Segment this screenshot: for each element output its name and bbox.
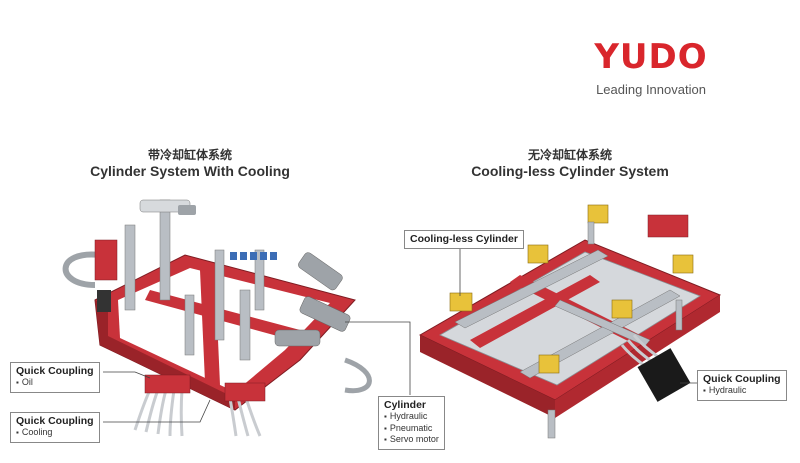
cooled-cylinder-system-illustration [62, 199, 411, 437]
callout-item: Oil [16, 377, 94, 389]
brand-logo: YUDO Leading Innovation [575, 40, 727, 97]
callout-title: Quick Coupling [16, 415, 94, 427]
right-system-title: 无冷却缸体系统 Cooling-less Cylinder System [470, 148, 670, 180]
callout-item: Hydraulic [703, 385, 781, 397]
left-title-en: Cylinder System With Cooling [90, 163, 290, 179]
coolingless-cylinder-system-illustration [418, 204, 722, 439]
callout-item: Servo motor [384, 434, 439, 446]
callout-title: Cylinder [384, 399, 427, 411]
callout-quick-coupling-hydraulic: Quick Coupling Hydraulic [697, 370, 787, 401]
callout-cooling-less-cylinder: Cooling-less Cylinder [404, 230, 524, 249]
callout-title: Quick Coupling [16, 365, 94, 377]
left-title-cn: 带冷却缸体系统 [147, 148, 232, 162]
callout-title: Quick Coupling [703, 373, 781, 385]
right-title-en: Cooling-less Cylinder System [471, 163, 669, 179]
callout-title: Cooling-less Cylinder [410, 233, 518, 245]
callout-quick-coupling-cooling: Quick Coupling Cooling [10, 412, 100, 443]
callout-cylinder: Cylinder Hydraulic Pneumatic Servo motor [378, 396, 445, 450]
brand-wordmark: YUDO [594, 37, 708, 77]
callout-item: Cooling [16, 427, 94, 439]
callout-quick-coupling-oil: Quick Coupling Oil [10, 362, 100, 393]
brand-tagline: Leading Innovation [596, 82, 706, 97]
callout-item: Hydraulic [384, 411, 439, 423]
left-system-title: 带冷却缸体系统 Cylinder System With Cooling [90, 148, 290, 180]
callout-item: Pneumatic [384, 423, 439, 435]
right-title-cn: 无冷却缸体系统 [527, 148, 612, 162]
